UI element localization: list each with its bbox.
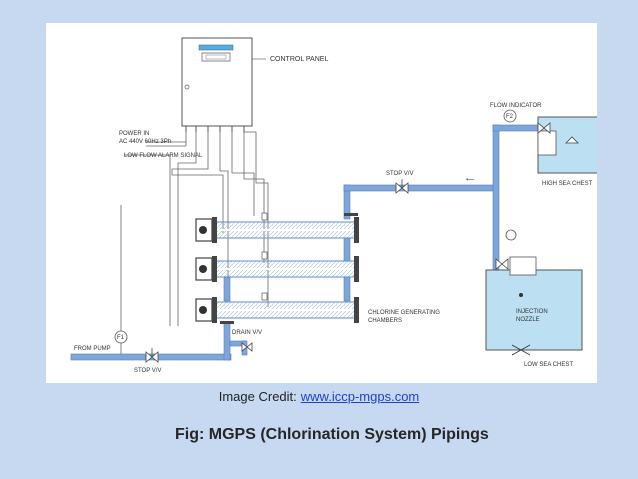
flow-indicator-mid [505,229,517,241]
flow-arrow-top: ⟵ [466,177,475,183]
stop-vv-bottom-label: STOP V/V [134,368,161,374]
credit-prefix: Image Credit: [218,389,297,404]
drain-vv-label: DRAIN V/V [232,330,262,336]
from-pump-label: FROM PUMP [74,346,111,352]
mgps-diagram: CONTROL PANEL POWER IN AC 440V 60Hz 3Ph … [46,23,597,383]
stop-valve-top [395,179,409,194]
stop-vv-top-label: STOP V/V [386,171,413,177]
high-sea-chest [537,116,597,174]
inlet-pipe [70,321,248,361]
chlorine-chambers-label: CHLORINE GENERATING [368,310,440,316]
low-sea-chest-label: LOW SEA CHEST [524,362,573,368]
power-spec-label: AC 440V 60Hz 3Ph [119,139,171,145]
credit-link[interactable]: www.iccp-mgps.com [300,389,420,404]
high-sea-chest-label: HIGH SEA CHEST [542,181,593,187]
image-credit: Image Credit:www.iccp-mgps.com [0,389,638,404]
nozzle-label: NOZZLE [516,317,540,323]
stop-valve-bottom [145,348,159,363]
figure-caption: Fig: MGPS (Chlorination System) Pipings [175,426,489,443]
control-wiring [124,131,269,326]
flow-indicator-f2 [503,109,517,123]
injection-label: INJECTION [516,309,548,315]
flow-indicator-label: FLOW INDICATOR [490,103,542,109]
f1-label: F1 [117,335,125,341]
chlorine-chambers [195,212,359,323]
low-sea-chest [485,256,583,356]
control-panel-label: CONTROL PANEL [270,56,328,63]
drain-valve [241,342,253,352]
chlorine-chambers-label-2: CHAMBERS [368,318,402,324]
low-flow-alarm-label: LOW FLOW ALARM SIGNAL [124,153,203,159]
f2-label: F2 [506,114,514,120]
power-in-label: POWER IN [119,131,149,137]
control-panel [181,37,266,132]
